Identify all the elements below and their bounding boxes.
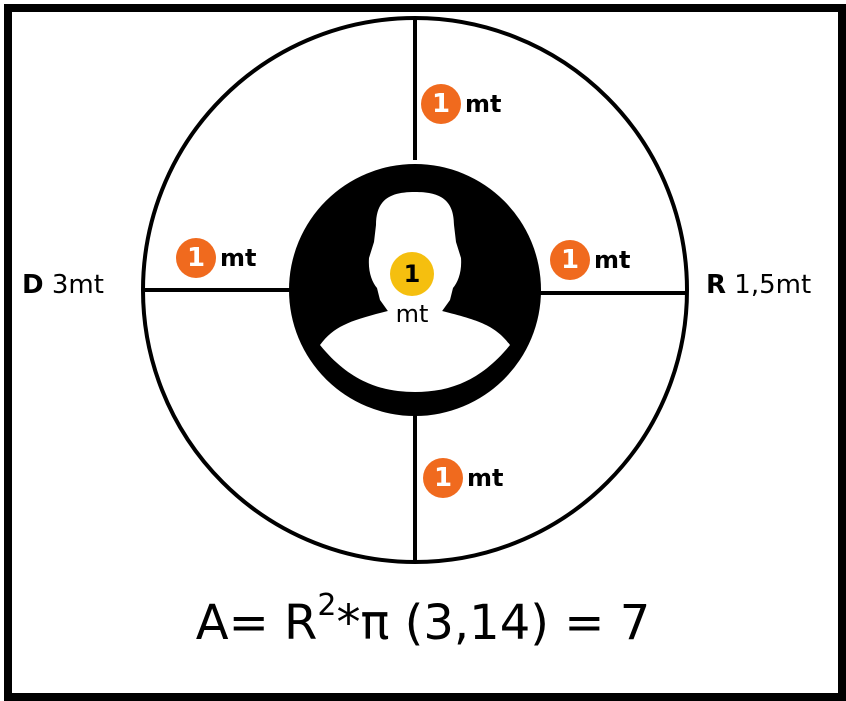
top-distance-number: 1 [421,84,461,124]
formula-rhs: *π (3,14) = 7 [336,595,651,651]
top-distance-badge: 1 mt [421,84,501,124]
left-distance-badge: 1 mt [176,238,256,278]
center-distance-unit: mt [395,300,429,328]
left-distance-number: 1 [176,238,216,278]
bottom-distance-badge: 1 mt [423,458,503,498]
top-distance-unit: mt [465,90,502,118]
formula-exponent: 2 [317,588,337,623]
diameter-label: D 3mt [22,270,104,300]
radius-label: R 1,5mt [706,270,811,300]
diameter-letter: D [22,270,44,300]
radius-value: 1,5mt [734,270,812,300]
radius-letter: R [706,270,727,300]
right-distance-number: 1 [550,240,590,280]
right-distance-unit: mt [594,246,631,274]
formula-lhs: A= R [195,595,318,651]
bottom-distance-unit: mt [467,464,504,492]
center-distance-number: 1 [390,252,434,296]
left-distance-unit: mt [220,244,257,272]
bottom-distance-number: 1 [423,458,463,498]
diameter-value: 3mt [51,270,104,300]
right-distance-badge: 1 mt [550,240,630,280]
area-formula: A= R2*π (3,14) = 7 [0,591,846,652]
